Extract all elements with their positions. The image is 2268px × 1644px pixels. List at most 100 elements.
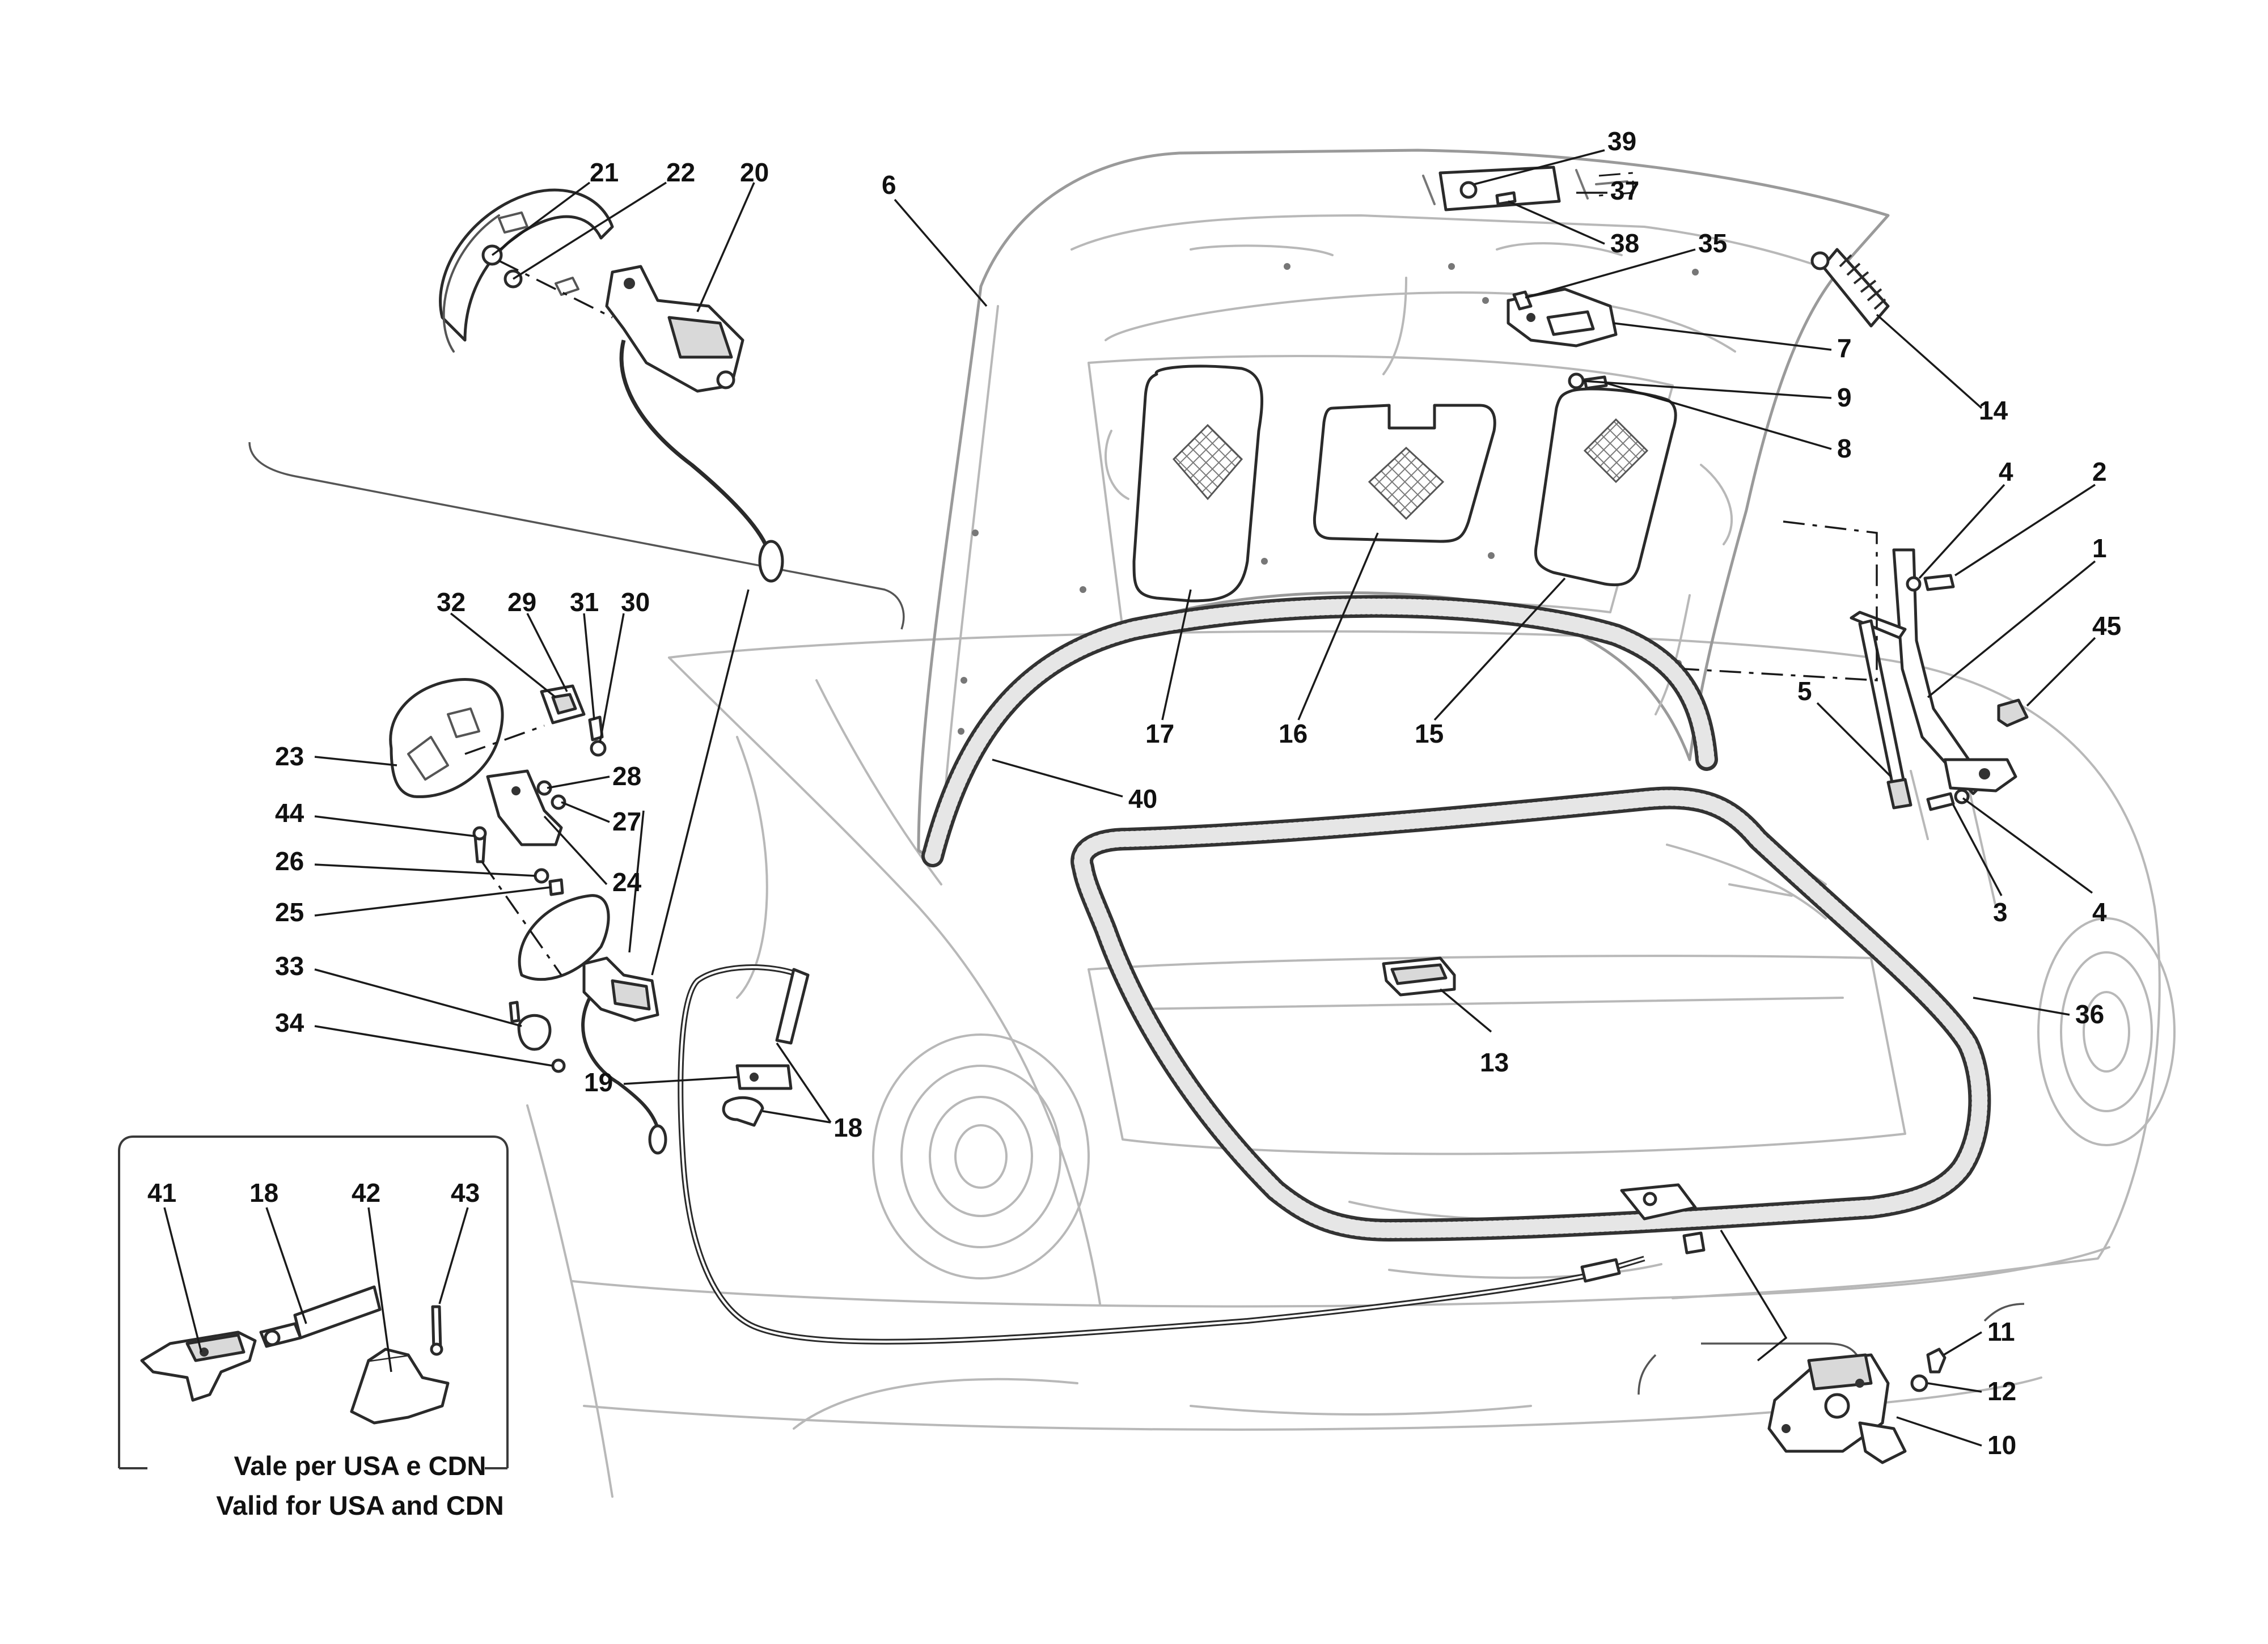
callout-6: 6 (882, 170, 896, 200)
callout-13: 13 (1480, 1048, 1509, 1077)
callout-8: 8 (1837, 434, 1852, 463)
release-cable[interactable] (678, 964, 1645, 1345)
inset-bracket-42[interactable] (350, 1348, 450, 1425)
callout-37: 37 (1610, 176, 1639, 205)
callout-43: 43 (451, 1178, 480, 1207)
lid-trim-panel-center[interactable] (1313, 404, 1496, 543)
callout-4b: 4 (2092, 897, 2107, 927)
callout-10: 10 (1987, 1430, 2016, 1460)
callout-40: 40 (1128, 784, 1157, 813)
callout-33: 33 (275, 951, 304, 981)
callout-5: 5 (1797, 676, 1812, 706)
flap-bolt-31[interactable] (588, 715, 604, 742)
hinge-dash-line (1683, 520, 1878, 681)
flap-washer-30[interactable] (590, 740, 607, 757)
filler-housing[interactable] (518, 894, 610, 981)
gas-strut-5[interactable] (1850, 611, 1912, 810)
filler-flap-23[interactable] (389, 678, 504, 798)
lid-trim-panel-right[interactable] (1534, 387, 1677, 587)
hinge-washer-4a[interactable] (1906, 576, 1922, 592)
callout-28: 28 (612, 761, 641, 791)
filler-grommet-33[interactable] (509, 1001, 552, 1051)
callout-39: 39 (1607, 126, 1636, 156)
callout-22: 22 (666, 158, 695, 187)
callout-17: 17 (1145, 719, 1174, 748)
callout-9: 9 (1837, 383, 1852, 412)
latch-bolt-11[interactable] (1926, 1348, 1947, 1374)
callout-labels: 39 37 38 35 7 9 8 14 6 17 16 15 40 36 13… (147, 126, 2121, 1460)
flap-dash-line (464, 724, 545, 755)
callout-7: 7 (1837, 333, 1852, 363)
callout-42: 42 (352, 1178, 380, 1207)
callout-12: 12 (1987, 1376, 2016, 1406)
callout-16: 16 (1279, 719, 1308, 748)
hinge-bolt-3[interactable] (1926, 792, 1955, 811)
fuel-dash-line (498, 260, 613, 319)
callout-36: 36 (2075, 999, 2104, 1029)
callout-21: 21 (590, 158, 619, 187)
inset-note-english: Valid for USA and CDN (216, 1490, 504, 1520)
callout-41: 41 (147, 1178, 176, 1207)
callout-26: 26 (275, 846, 304, 876)
license-light-bracket[interactable] (1422, 166, 1634, 211)
lid-trim-panel-left[interactable] (1132, 365, 1264, 603)
callout-29: 29 (507, 587, 536, 617)
flap-pin-44[interactable] (472, 826, 487, 863)
hinge-cap-45[interactable] (1997, 698, 2029, 727)
bump-stop[interactable] (1810, 248, 1890, 328)
leader-lines (163, 149, 2096, 1447)
flap-dash-line-2 (481, 861, 562, 976)
lid-hinge[interactable] (1892, 548, 2017, 795)
trunk-latch-mounted[interactable] (1620, 1183, 1706, 1255)
callout-45: 45 (2092, 611, 2121, 641)
fuel-door-actuator[interactable] (605, 265, 784, 583)
cable-clip-19[interactable] (735, 1064, 793, 1090)
callout-11: 11 (1987, 1317, 2015, 1346)
filler-actuator[interactable] (581, 956, 667, 1155)
latch-washer-12[interactable] (1910, 1374, 1928, 1392)
panel-mesh-left (1172, 423, 1243, 501)
filler-screw-34[interactable] (551, 1058, 566, 1073)
trunk-opening-seal[interactable] (1070, 786, 1991, 1242)
panel-mesh-center (1368, 446, 1445, 520)
hinge-bolt-2[interactable] (1923, 574, 1955, 591)
callout-23: 23 (275, 742, 304, 771)
callout-18a: 18 (833, 1113, 862, 1142)
flap-washer-26[interactable] (534, 868, 549, 884)
callout-31: 31 (570, 587, 599, 617)
callout-30: 30 (621, 587, 650, 617)
callout-44: 44 (275, 798, 304, 828)
flap-hinge-24[interactable] (486, 769, 563, 846)
lid-handle[interactable] (1382, 956, 1456, 997)
callout-38: 38 (1610, 228, 1639, 258)
flap-washer-27[interactable] (551, 794, 566, 810)
callout-2: 2 (2092, 457, 2107, 486)
callout-18b: 18 (249, 1178, 278, 1207)
callout-32: 32 (437, 587, 466, 617)
callout-34: 34 (275, 1008, 304, 1037)
callout-15: 15 (1415, 719, 1444, 748)
callout-24: 24 (612, 867, 642, 897)
callout-3: 3 (1993, 897, 2008, 927)
callout-4a: 4 (1999, 457, 2013, 486)
inset-cable-18[interactable] (259, 1285, 382, 1348)
trunk-latch-exploded[interactable] (1767, 1353, 1907, 1464)
lid-seal[interactable] (921, 595, 1718, 867)
inset-pin-43[interactable] (430, 1305, 443, 1356)
inset-note-italian: Vale per USA e CDN (234, 1451, 486, 1481)
lock-bracket[interactable] (1507, 287, 1618, 348)
callout-14: 14 (1979, 396, 2008, 425)
bracket-washer-9[interactable] (1568, 372, 1585, 389)
callout-27: 27 (612, 807, 641, 836)
callout-20: 20 (740, 158, 769, 187)
inset-handle-41[interactable] (140, 1331, 257, 1402)
callout-35: 35 (1698, 228, 1727, 258)
cable-clip-18[interactable] (722, 1096, 764, 1127)
callout-19: 19 (584, 1067, 613, 1097)
callout-25: 25 (275, 897, 304, 927)
panel-mesh-right (1583, 418, 1649, 484)
car-body-outline (526, 630, 2176, 1498)
usa-cdn-inset (118, 1135, 509, 1469)
flap-bolt-25[interactable] (548, 878, 564, 896)
